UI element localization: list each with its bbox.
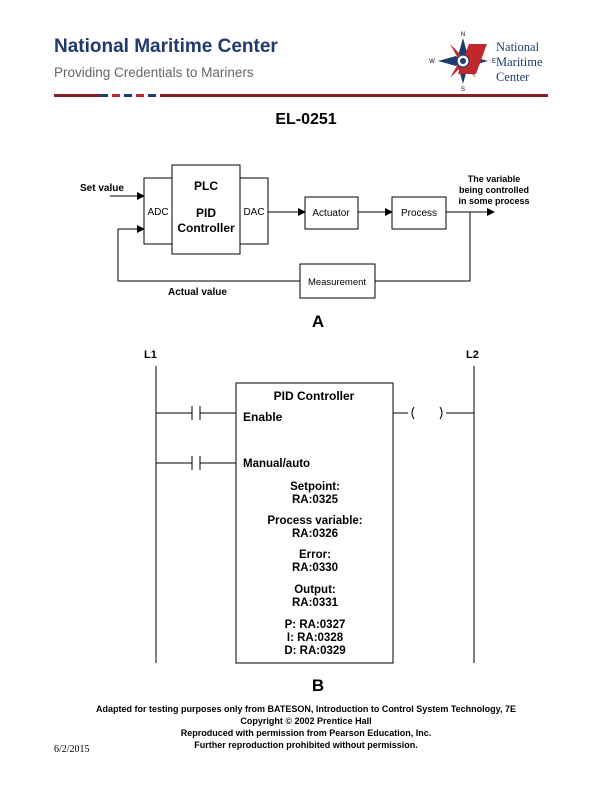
footer-line-3: Reproduced with permission from Pearson … bbox=[180, 728, 432, 738]
feedback-to-adc bbox=[117, 225, 300, 282]
footer-line-2: Copyright © 2002 Prentice Hall bbox=[240, 716, 372, 726]
logo-line-2: Maritime bbox=[496, 55, 543, 69]
enable-label: Enable bbox=[243, 410, 283, 424]
error-address: RA:0330 bbox=[292, 562, 338, 574]
logo-wordmark: National Maritime Center bbox=[496, 40, 543, 85]
compass-rose-icon: N W E S bbox=[429, 32, 496, 93]
figure-b-ladder-diagram bbox=[155, 366, 475, 664]
output-coil-left bbox=[411, 406, 415, 420]
figure-diagrams: Set value ADC PLC PID Controller DAC Act… bbox=[80, 164, 530, 695]
rail-l2-label: L2 bbox=[466, 349, 479, 361]
controlled-variable-line-3: in some process bbox=[458, 196, 529, 206]
compass-w: W bbox=[429, 59, 435, 65]
rail-l1-label: L1 bbox=[144, 349, 157, 361]
footer-line-4: Further reproduction prohibited without … bbox=[194, 740, 418, 750]
figure-a-block-diagram bbox=[110, 164, 495, 299]
process-label: Process bbox=[401, 208, 437, 219]
p-gain-address: P: RA:0327 bbox=[285, 619, 346, 631]
nmc-logo: N W E S bbox=[428, 30, 558, 93]
controlled-variable-line-1: The variable bbox=[468, 174, 521, 184]
process-variable-address: RA:0326 bbox=[292, 528, 338, 540]
d-gain-address: D: RA:0329 bbox=[284, 645, 345, 657]
i-gain-address: I: RA:0328 bbox=[287, 632, 344, 644]
footer-line-1: Adapted for testing purposes only from B… bbox=[95, 704, 517, 714]
figure-b-label: B bbox=[312, 676, 324, 695]
setpoint-address: RA:0325 bbox=[292, 494, 339, 506]
dac-label: DAC bbox=[243, 207, 264, 218]
controller-label: Controller bbox=[177, 221, 235, 235]
pid-block-title: PID Controller bbox=[274, 389, 355, 403]
attribution-footer: Adapted for testing purposes only from B… bbox=[0, 703, 612, 751]
document-date: 6/2/2015 bbox=[54, 744, 90, 755]
logo-line-1: National bbox=[496, 40, 540, 54]
error-label: Error: bbox=[299, 549, 331, 561]
process-variable-label: Process variable: bbox=[267, 515, 362, 527]
document-code: EL-0251 bbox=[275, 111, 337, 128]
header-title: National Maritime Center bbox=[54, 36, 278, 57]
compass-s: S bbox=[461, 87, 465, 92]
set-value-label: Set value bbox=[80, 183, 124, 194]
compass-n: N bbox=[461, 32, 465, 38]
figure-a-label: A bbox=[312, 312, 324, 331]
actuator-label: Actuator bbox=[312, 208, 350, 219]
actual-value-label: Actual value bbox=[168, 287, 227, 298]
compass-e: E bbox=[492, 59, 496, 65]
setpoint-label: Setpoint: bbox=[290, 481, 340, 493]
header-divider-accent bbox=[100, 94, 160, 97]
feedback-to-measurement bbox=[375, 212, 471, 282]
measurement-label: Measurement bbox=[308, 277, 366, 288]
adc-label: ADC bbox=[147, 207, 168, 218]
controlled-variable-line-2: being controlled bbox=[459, 185, 529, 195]
output-coil-right bbox=[439, 406, 443, 420]
plc-label: PLC bbox=[194, 179, 218, 193]
manual-auto-label: Manual/auto bbox=[243, 458, 310, 470]
output-address: RA:0331 bbox=[292, 597, 339, 609]
output-label: Output: bbox=[294, 584, 336, 596]
pid-label: PID bbox=[196, 206, 216, 220]
header-divider bbox=[54, 94, 548, 97]
logo-line-3: Center bbox=[496, 70, 530, 84]
dac-block bbox=[239, 177, 269, 245]
pid-function-block bbox=[235, 382, 394, 664]
header-subtitle: Providing Credentials to Mariners bbox=[54, 65, 254, 80]
